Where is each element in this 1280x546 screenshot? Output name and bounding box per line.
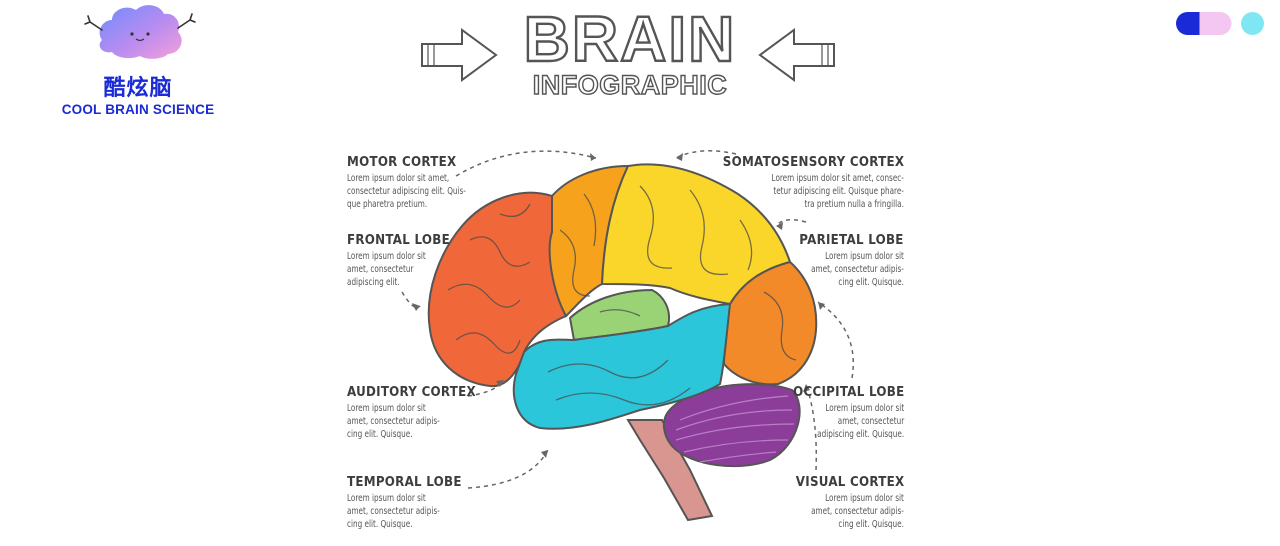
arrow-right-icon <box>421 28 498 82</box>
motor-cortex-label: MOTOR CORTEX <box>347 154 457 170</box>
temporal-lobe-text: Lorem ipsum dolor sit amet, consectetur … <box>347 493 440 531</box>
somatosensory-cortex-text: Lorem ipsum dolor sit amet, consec- tetu… <box>771 173 904 211</box>
infographic-title: BRAIN <box>522 3 737 75</box>
frontal-lobe-label: FRONTAL LOBE <box>347 232 450 248</box>
logo-name-cn: 酷炫脑 <box>103 76 173 101</box>
occipital-lobe-text: Lorem ipsum dolor sit amet, consectetur … <box>816 403 904 441</box>
decorative-dot <box>1241 12 1264 35</box>
logo-name-en: COOL BRAIN SCIENCE <box>61 102 215 117</box>
occipital-lobe-label: OCCIPITAL LOBE <box>792 384 904 400</box>
parietal-lobe-text: Lorem ipsum dolor sit amet, consectetur … <box>811 251 904 289</box>
visual-cortex-text: Lorem ipsum dolor sit amet, consectetur … <box>811 493 904 531</box>
frontal-lobe-text: Lorem ipsum dolor sit amet, consectetur … <box>347 251 426 289</box>
temporal-lobe-label: TEMPORAL LOBE <box>347 474 462 490</box>
auditory-cortex-label: AUDITORY CORTEX <box>347 384 476 400</box>
somatosensory-cortex-label: SOMATOSENSORY CORTEX <box>722 154 904 170</box>
motor-cortex-text: Lorem ipsum dolor sit amet, consectetur … <box>347 173 466 211</box>
visual-cortex-label: VISUAL CORTEX <box>795 474 904 490</box>
parietal-lobe-label: PARIETAL LOBE <box>799 232 904 248</box>
occipital-lobe <box>722 260 818 386</box>
auditory-cortex-text: Lorem ipsum dolor sit amet, consectetur … <box>347 403 440 441</box>
arrow-left-icon <box>758 28 835 82</box>
cerebellum <box>662 383 801 468</box>
infographic-subtitle: INFOGRAPHIC <box>532 69 728 100</box>
brain-mascot-logo <box>84 5 196 59</box>
decorative-dots-pill <box>1176 12 1232 35</box>
